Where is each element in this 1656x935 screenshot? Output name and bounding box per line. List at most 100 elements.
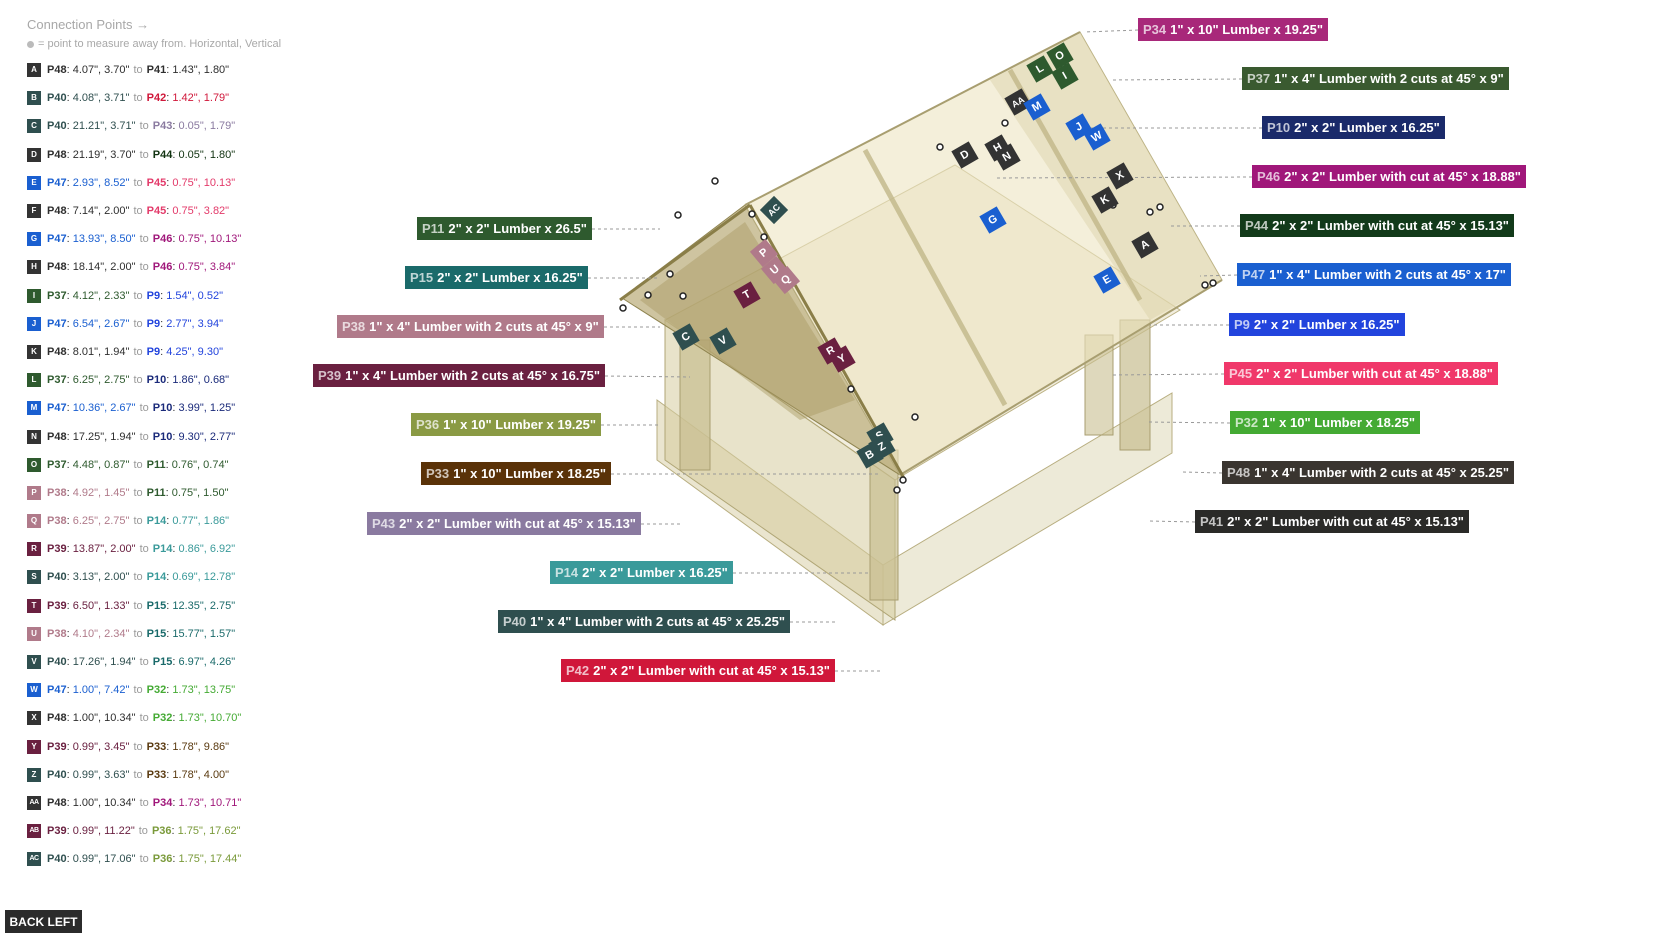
to-colon: : [172, 148, 179, 161]
to-value: 1.75", 17.44" [178, 853, 242, 866]
to-colon: : [160, 289, 167, 302]
part-id: P9 [1234, 317, 1250, 332]
from-colon: : [66, 599, 73, 612]
part-description: 1" x 4" Lumber with 2 cuts at 45° x 9" [369, 319, 599, 334]
to-word: to [133, 486, 143, 499]
from-colon: : [66, 656, 73, 669]
part-description: 2" x 2" Lumber x 16.25" [1253, 317, 1400, 332]
connection-point-dot [644, 291, 652, 299]
connection-code-badge: J [27, 316, 41, 331]
to-word: to [133, 627, 143, 640]
part-description: 1" x 10" Lumber x 19.25" [1170, 22, 1324, 37]
roof-shadow [990, 32, 1222, 320]
to-part: P32 [152, 712, 173, 725]
from-part: P40 [47, 768, 67, 781]
back-left-button[interactable]: BACK LEFT [5, 910, 82, 933]
leader-line [604, 375, 691, 378]
to-part: P41 [146, 64, 167, 77]
connection-code-badge: H [27, 260, 41, 275]
connection-code-badge: G [27, 232, 41, 247]
from-colon: : [66, 853, 73, 866]
from-colon: : [66, 233, 73, 246]
part-id: P42 [566, 663, 590, 678]
from-part: P48 [47, 261, 67, 274]
to-part: P34 [152, 796, 173, 809]
to-part: P33 [146, 768, 167, 781]
part-id: P43 [372, 516, 396, 531]
to-colon: : [172, 853, 179, 866]
connection-point-dot [619, 304, 627, 312]
to-colon: : [166, 684, 173, 697]
leader-line [1147, 421, 1231, 424]
leader-lines [588, 29, 1262, 672]
to-word: to [133, 740, 143, 753]
to-colon: : [166, 176, 173, 189]
part-id: P45 [1229, 366, 1253, 381]
connection-point-dot [748, 210, 756, 218]
connection-code-badge: E [27, 175, 41, 190]
to-part: P36 [152, 853, 173, 866]
from-part: P38 [47, 486, 67, 499]
from-part: P40 [47, 853, 67, 866]
connection-code-badge: AB [27, 824, 41, 839]
part-description: 1" x 4" Lumber with 2 cuts at 45° x 25.2… [1254, 465, 1510, 480]
part-id: P44 [1245, 218, 1269, 233]
to-word: to [133, 317, 143, 330]
from-part: P40 [47, 92, 67, 105]
part-description: 2" x 2" Lumber with cut at 45° x 15.13" [1227, 514, 1464, 529]
from-part: P39 [47, 825, 67, 838]
to-value: 12.35", 2.75" [172, 599, 236, 612]
from-value: 3.13", 2.00" [72, 571, 130, 584]
to-colon: : [166, 64, 173, 77]
connection-point-dot [899, 476, 907, 484]
to-word: to [139, 543, 149, 556]
roof-fascia [899, 279, 1223, 476]
from-colon: : [66, 430, 73, 443]
post-front-right [869, 449, 899, 601]
from-value: 4.92", 1.45" [72, 486, 130, 499]
part-description: 1" x 4" Lumber with 2 cuts at 45° x 9" [1274, 71, 1504, 86]
to-part: P10 [146, 374, 167, 387]
leader-line [1109, 78, 1243, 81]
to-colon: : [172, 712, 179, 725]
from-value: 1.00", 10.34" [72, 712, 136, 725]
connection-point-dot [847, 385, 855, 393]
from-value: 0.99", 3.45" [72, 740, 130, 753]
from-value: 4.10", 2.34" [72, 627, 130, 640]
to-part: P32 [146, 684, 167, 697]
from-value: 4.08", 3.71" [72, 92, 130, 105]
from-colon: : [66, 317, 73, 330]
connection-code-badge: K [27, 344, 41, 359]
to-value: 0.76", 0.74" [171, 458, 229, 471]
connection-code-badge: T [27, 598, 41, 613]
roof-rafter [862, 148, 1008, 407]
from-colon: : [66, 176, 73, 189]
part-id: P36 [416, 417, 440, 432]
from-part: P48 [47, 796, 67, 809]
to-colon: : [166, 374, 173, 387]
to-part: P43 [152, 120, 173, 133]
